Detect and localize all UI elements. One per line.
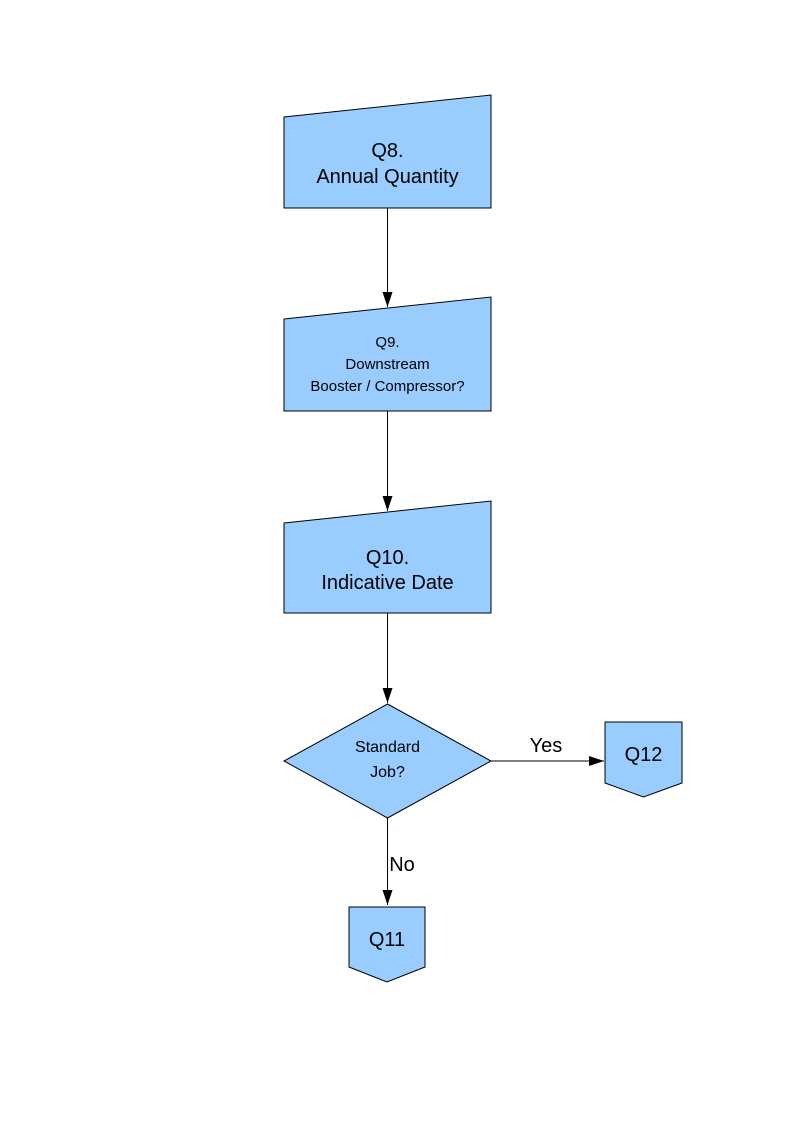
node-q10-text-line-2: Indicative Date xyxy=(321,572,453,594)
node-q9-text-line-1: Q9. xyxy=(375,334,399,351)
node-q10-text-line-1: Q10. xyxy=(366,547,409,569)
edge-label-no: No xyxy=(389,854,415,876)
node-q8-shape xyxy=(283,94,492,209)
node-standard-job-decision: Standard Job? xyxy=(282,703,493,819)
node-q8-text-line-1: Q8. xyxy=(371,140,403,162)
node-q12-text: Q12 xyxy=(625,744,663,766)
node-q9-text-line-3: Booster / Compressor? xyxy=(310,378,464,395)
node-q8-text-line-2: Annual Quantity xyxy=(316,166,458,188)
node-standard-job-shape xyxy=(282,703,493,819)
node-q8: Q8. Annual Quantity xyxy=(283,94,492,209)
node-q9: Q9. Downstream Booster / Compressor? xyxy=(283,296,492,412)
node-q9-shape xyxy=(283,296,492,412)
node-q11: Q11 xyxy=(348,906,426,983)
node-q10-shape xyxy=(283,500,492,614)
node-q9-text-line-2: Downstream xyxy=(345,356,429,373)
node-q10: Q10. Indicative Date xyxy=(283,500,492,614)
node-q12-shape xyxy=(604,721,683,798)
node-standard-job-text-line-1: Standard xyxy=(355,739,420,756)
node-q12: Q12 xyxy=(604,721,683,798)
node-q11-shape xyxy=(348,906,426,983)
edge-label-yes: Yes xyxy=(530,735,563,757)
node-q11-text: Q11 xyxy=(369,929,405,951)
node-standard-job-text-line-2: Job? xyxy=(370,764,405,781)
